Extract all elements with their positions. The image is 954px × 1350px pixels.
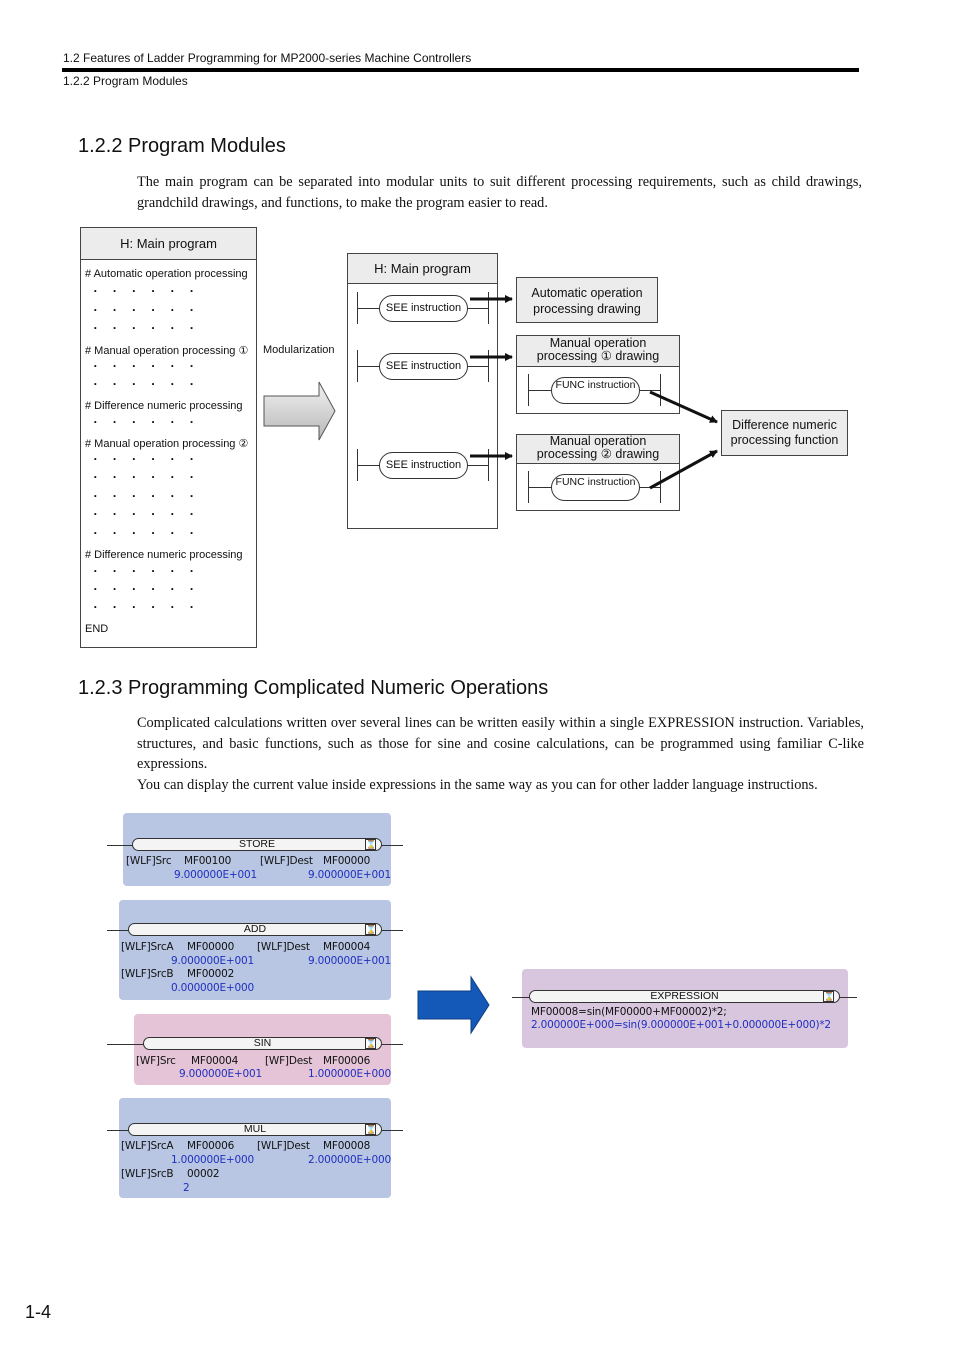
- value: 9.000000E+001: [179, 1068, 262, 1080]
- dots: · · · · · ·: [92, 360, 198, 373]
- see-instruction-3: SEE instruction: [379, 452, 468, 479]
- store-instruction-bar: STORE: [132, 838, 382, 851]
- see-instruction-1: SEE instruction: [379, 295, 468, 322]
- dots: · · · · · ·: [92, 508, 198, 521]
- operand: MF00000: [323, 855, 371, 867]
- mul-instruction-bar: MUL: [128, 1123, 382, 1136]
- rail: [660, 471, 661, 503]
- dots: · · · · · ·: [92, 583, 198, 596]
- hourglass-icon: ⌛: [823, 991, 834, 1002]
- func-instruction-2: FUNC instruction: [551, 474, 640, 501]
- dots: · · · · · ·: [92, 378, 198, 391]
- dots: · · · · · ·: [92, 565, 198, 578]
- value: 1.000000E+000: [308, 1068, 391, 1080]
- dots: · · · · · ·: [92, 322, 198, 335]
- rail: [660, 374, 661, 406]
- header-rule: [62, 68, 859, 72]
- operand: [WLF]Dest: [257, 1140, 310, 1152]
- func-instruction-1: FUNC instruction: [551, 377, 640, 404]
- dots: · · · · · ·: [92, 471, 198, 484]
- operand: MF00100: [184, 855, 232, 867]
- listing-end: END: [85, 623, 109, 635]
- operand: [WLF]SrcA: [121, 1140, 174, 1152]
- listing-line: # Manual operation processing ②: [85, 438, 249, 450]
- section-122-body: The main program can be separated into m…: [137, 172, 862, 213]
- section-123-paragraph-2: You can display the current value inside…: [137, 776, 818, 793]
- add-block: [119, 900, 391, 1000]
- value: 9.000000E+001: [174, 869, 257, 881]
- operand: MF00006: [323, 1055, 371, 1067]
- main-program-module-title: H: Main program: [348, 254, 497, 284]
- hourglass-icon: ⌛: [365, 924, 376, 935]
- listing-line: # Automatic operation processing: [85, 268, 248, 280]
- dots: · · · · · ·: [92, 416, 198, 429]
- listing-line: # Manual operation processing ①: [85, 345, 249, 357]
- listing-line: # Difference numeric processing: [85, 549, 243, 561]
- operand: [WLF]SrcA: [121, 941, 174, 953]
- operand: MF00000: [187, 941, 235, 953]
- value: 2: [183, 1182, 190, 1194]
- manual-drawing-1-title: Manual operation processing ① drawing: [517, 336, 679, 367]
- sin-instruction-bar: SIN: [143, 1037, 382, 1050]
- add-instruction-bar: ADD: [128, 923, 382, 936]
- mul-block: [119, 1098, 391, 1198]
- operand: [WLF]Dest: [260, 855, 313, 867]
- value: 1.000000E+000: [171, 1154, 254, 1166]
- rail: [488, 350, 489, 382]
- value: 0.000000E+000: [171, 982, 254, 994]
- listing-line: # Difference numeric processing: [85, 400, 243, 412]
- operand: 00002: [187, 1168, 220, 1180]
- section-123-body: Complicated calculations written over se…: [137, 713, 864, 795]
- rail: [488, 292, 489, 324]
- section-title-123: 1.2.3 Programming Complicated Numeric Op…: [78, 677, 549, 699]
- main-program-listing: H: Main program: [80, 227, 257, 648]
- operand: MF00004: [323, 941, 371, 953]
- operand: [WLF]SrcB: [121, 1168, 174, 1180]
- section-122-paragraph: The main program can be separated into m…: [137, 174, 862, 211]
- dots: · · · · · ·: [92, 304, 198, 317]
- main-program-title: H: Main program: [81, 228, 256, 260]
- hourglass-icon: ⌛: [365, 839, 376, 850]
- value: 9.000000E+001: [171, 955, 254, 967]
- operand: MF00006: [187, 1140, 235, 1152]
- operand: [WF]Src: [136, 1055, 176, 1067]
- auto-operation-drawing: Automatic operation processing drawing: [516, 277, 658, 323]
- page-number: 1-4: [25, 1302, 52, 1322]
- dots: · · · · · ·: [92, 527, 198, 540]
- expression-block: [522, 969, 848, 1048]
- value: 9.000000E+001: [308, 955, 391, 967]
- value: 9.000000E+001: [308, 869, 391, 881]
- expression-value: 2.000000E+000=sin(9.000000E+001+0.000000…: [531, 1019, 831, 1031]
- dots: · · · · · ·: [92, 453, 198, 466]
- rail: [488, 449, 489, 481]
- dots: · · · · · ·: [92, 601, 198, 614]
- operand: [WF]Dest: [265, 1055, 313, 1067]
- operand: [WLF]Src: [126, 855, 172, 867]
- hourglass-icon: ⌛: [365, 1038, 376, 1049]
- conversion-arrow-icon: [417, 975, 490, 1035]
- hourglass-icon: ⌛: [365, 1124, 376, 1135]
- modularization-label: Modularization: [263, 344, 335, 356]
- diagram-arrows-icon: [470, 295, 718, 490]
- operand: [WLF]SrcB: [121, 968, 174, 980]
- operand: MF00002: [187, 968, 235, 980]
- dots: · · · · · ·: [92, 490, 198, 503]
- section-123-paragraph-1: Complicated calculations written over se…: [137, 715, 864, 772]
- expression-formula: MF00008=sin(MF00000+MF00002)*2;: [531, 1006, 727, 1018]
- manual-drawing-2-title: Manual operation processing ② drawing: [517, 435, 679, 464]
- dots: · · · · · ·: [92, 285, 198, 298]
- section-title-122: 1.2.2 Program Modules: [78, 135, 286, 157]
- operand: [WLF]Dest: [257, 941, 310, 953]
- operand: MF00004: [191, 1055, 239, 1067]
- modularization-arrow-icon: [263, 381, 336, 441]
- expression-instruction-bar: EXPRESSION: [529, 990, 840, 1003]
- operand: MF00008: [323, 1140, 371, 1152]
- header-chapter: 1.2 Features of Ladder Programming for M…: [63, 51, 472, 65]
- difference-function: Difference numeric processing function: [721, 410, 848, 456]
- see-instruction-2: SEE instruction: [379, 353, 468, 380]
- header-section: 1.2.2 Program Modules: [63, 74, 188, 88]
- value: 2.000000E+000: [308, 1154, 391, 1166]
